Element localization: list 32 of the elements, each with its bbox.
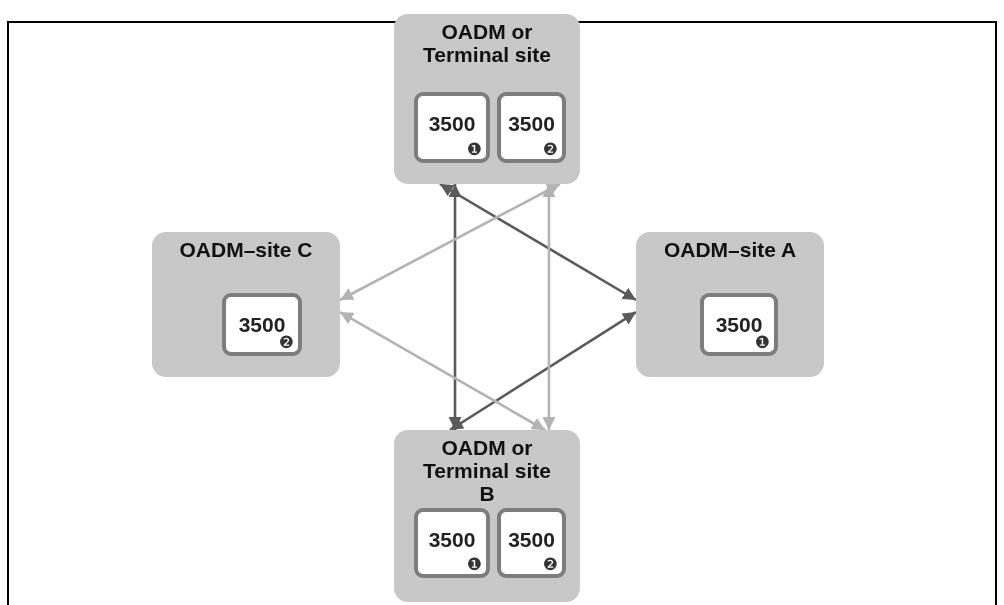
site-box [394,430,580,602]
device-box [497,508,566,578]
device-box [414,508,490,578]
site-box [152,232,340,377]
device-box [497,92,566,163]
port-number: ❶ [466,140,482,158]
device-label: 3500 [237,313,286,336]
arrow [439,182,637,302]
device-box [414,92,490,163]
device-box [700,293,778,356]
device-label: 3500 [427,112,477,136]
arrow [449,310,637,432]
site-title: OADM or Terminal site [422,20,552,66]
site-title: OADM or Terminal site B [422,436,552,505]
arrow [339,310,546,432]
arrow [339,182,561,302]
device-label: 3500 [714,313,763,336]
port-number: ❶ [466,555,482,573]
port-number: ❶ [754,333,770,351]
device-label: 3500 [427,528,477,552]
device-label: 3500 [507,112,556,136]
port-number: ❷ [542,140,558,158]
port-number: ❷ [278,333,294,351]
arrow [448,184,462,430]
arrow [542,184,556,430]
site-title: OADM–site C [178,238,314,261]
site-title: OADM–site A [662,238,798,261]
site-box [394,14,580,184]
port-number: ❷ [542,555,558,573]
device-label: 3500 [507,528,556,552]
device-box [222,293,302,356]
site-box [636,232,824,377]
